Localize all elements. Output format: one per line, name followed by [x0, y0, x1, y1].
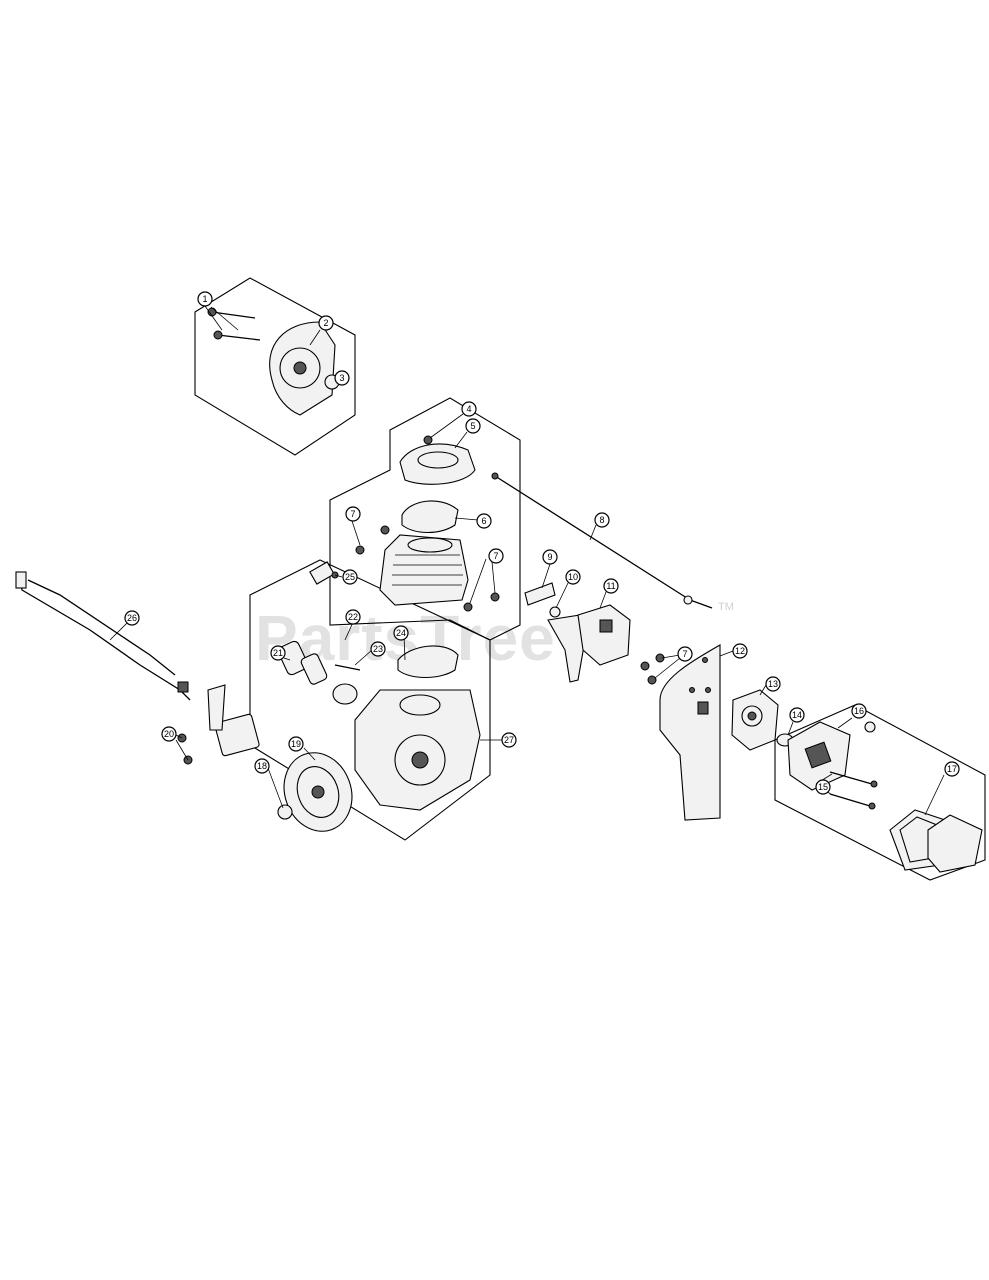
svg-text:2: 2	[323, 318, 328, 328]
callout-5: 5	[465, 418, 481, 434]
cover-screws	[207, 307, 261, 341]
svg-text:24: 24	[396, 628, 406, 638]
callout-18: 18	[254, 758, 270, 774]
callout-4: 4	[461, 401, 477, 417]
svg-text:7: 7	[493, 551, 498, 561]
svg-text:7: 7	[682, 649, 687, 659]
spark-plug	[309, 561, 339, 585]
callout-7c: 7	[677, 646, 693, 662]
insulator-plate	[659, 644, 721, 821]
svg-text:26: 26	[127, 613, 137, 623]
callout-12: 12	[732, 643, 748, 659]
flywheel	[283, 752, 353, 832]
cylinder-screw-a	[355, 545, 365, 555]
callout-14: 14	[789, 707, 805, 723]
o-ring	[397, 645, 459, 679]
svg-text:20: 20	[164, 729, 174, 739]
svg-text:4: 4	[466, 404, 471, 414]
svg-text:25: 25	[345, 572, 355, 582]
svg-text:15: 15	[818, 782, 828, 792]
callout-3: 3	[334, 370, 350, 386]
gasket	[401, 500, 459, 534]
callout-24: 24	[393, 625, 409, 641]
svg-text:17: 17	[947, 764, 957, 774]
svg-text:23: 23	[373, 644, 383, 654]
throttle-cable	[491, 472, 713, 609]
svg-text:22: 22	[348, 612, 358, 622]
callout-21: 21	[270, 645, 286, 661]
svg-text:18: 18	[257, 761, 267, 771]
callout-9: 9	[542, 549, 558, 565]
callout-15: 15	[815, 779, 831, 795]
callout-7b: 7	[488, 548, 504, 564]
svg-text:14: 14	[792, 710, 802, 720]
svg-text:5: 5	[470, 421, 475, 431]
callout-27: 27	[501, 732, 517, 748]
callout-11: 11	[603, 578, 619, 594]
lever-screw-c	[647, 675, 657, 685]
watermark-tm: TM	[718, 601, 734, 613]
callout-13: 13	[765, 676, 781, 692]
callout-10: 10	[565, 569, 581, 585]
svg-text:21: 21	[273, 648, 283, 658]
svg-text:19: 19	[291, 739, 301, 749]
callout-6: 6	[476, 513, 492, 529]
callout-8: 8	[594, 512, 610, 528]
callout-20: 20	[161, 726, 177, 742]
svg-text:9: 9	[547, 552, 552, 562]
carburetor	[731, 689, 779, 751]
svg-text:3: 3	[339, 373, 344, 383]
throttle-lever	[547, 604, 631, 683]
svg-text:7: 7	[350, 509, 355, 519]
callout-22: 22	[345, 609, 361, 625]
svg-text:12: 12	[735, 646, 745, 656]
callout-16: 16	[851, 703, 867, 719]
callout-7a: 7	[345, 506, 361, 522]
svg-text:8: 8	[599, 515, 604, 525]
box-cover-group	[194, 277, 356, 456]
air-filter-base	[787, 721, 876, 791]
washer	[549, 606, 561, 618]
svg-text:1: 1	[202, 294, 207, 304]
wire-harness	[15, 571, 191, 701]
leader-lines	[109, 305, 945, 816]
fan-cover	[269, 321, 336, 416]
air-filter-cover	[927, 814, 983, 873]
air-filter-bolts	[829, 771, 878, 810]
cylinder-cover	[399, 443, 476, 485]
ignition-coil	[177, 684, 260, 765]
lever-screw-b	[640, 661, 650, 671]
cylinder	[379, 534, 469, 606]
callout-23: 23	[370, 641, 386, 657]
callout-19: 19	[288, 736, 304, 752]
svg-text:10: 10	[568, 572, 578, 582]
svg-text:16: 16	[854, 706, 864, 716]
cylinder-screw-d	[490, 592, 500, 602]
callout-25: 25	[342, 569, 358, 585]
cylinder-screw-c	[463, 602, 473, 612]
svg-text:27: 27	[504, 735, 514, 745]
callout-2: 2	[318, 315, 334, 331]
crankcase	[354, 689, 481, 811]
callout-26: 26	[124, 610, 140, 626]
callout-17: 17	[944, 761, 960, 777]
svg-text:13: 13	[768, 679, 778, 689]
svg-text:11: 11	[606, 581, 615, 591]
plate	[524, 582, 556, 606]
svg-text:6: 6	[481, 516, 486, 526]
flywheel-nut	[277, 804, 293, 820]
callout-1: 1	[197, 291, 213, 307]
spring-assembly	[277, 640, 361, 705]
cylinder-screw-b	[380, 525, 390, 535]
